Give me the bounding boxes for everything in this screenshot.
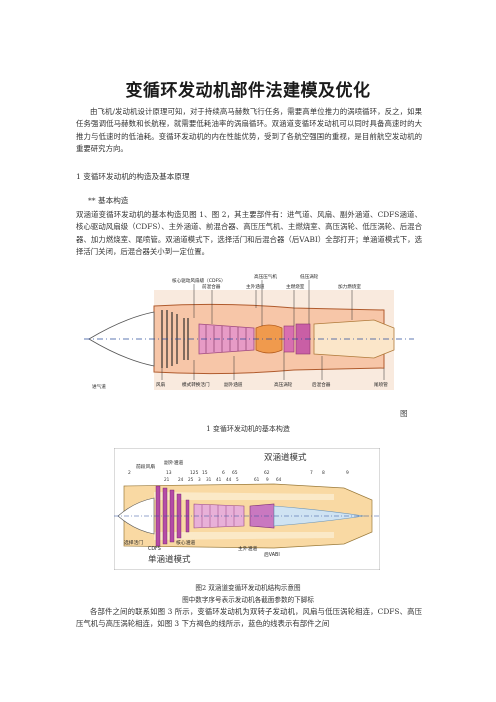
fig2-station-2: 2 [128,470,131,476]
fig1-label-rear-mixer: 后混合器 [312,381,331,388]
fig2-station-125: 125 [190,470,199,476]
fig1-label-cdfs: 核心驱动风扇级（CDFS） [172,277,226,284]
fig2-label-core-duct: 核心涵道 [176,539,195,546]
fig1-label-hpt: 高压涡轮 [274,381,293,388]
fig2-station-44: 44 [226,477,232,482]
fig2-station-6: 6 [222,470,225,476]
figure2-caption: 图2 双涵道变循环发动机结构示意图 [195,584,301,592]
fig2-label-cdfs: CDFS [148,546,161,552]
structure-paragraph: 双涵道变循环发动机的基本构造见图 1、图 2，其主要部件有：进气道、风扇、副外涵… [76,210,422,256]
fig2-station-13: 13 [166,470,172,476]
fig2-mode-single: 单涵道模式 [148,554,191,565]
fig1-label-lpt: 低压涡轮 [300,273,319,280]
fig2-station-3: 3 [198,477,201,482]
fig2-mode-dual: 双涵道模式 [264,452,307,463]
fig1-label-nozzle: 尾喷管 [374,381,388,388]
fig2-station-21: 21 [164,477,170,482]
dual-bypass-engine-figure: 双涵道模式 单涵道模式 前段风扇 副外涵道 选择活门 CDFS 核心涵道 主外涵… [114,448,380,570]
fig2-station-62: 62 [264,470,270,476]
fig2-label-front-fan: 前段风扇 [136,463,155,470]
fig2-station-41: 41 [216,477,222,482]
fig2-label-rear-vabi: 后VABI [264,551,280,558]
fig2-station-61: 61 [254,477,260,482]
fig1-label-secondary-bypass: 副外涵道 [224,381,243,388]
fig2-station-25: 25 [188,477,194,482]
fig1-label-main-burner: 主燃烧室 [286,283,305,290]
fig1-label-afterburner: 加力燃烧室 [338,283,361,290]
fig2-station-31: 31 [206,477,212,482]
fig2-station-15: 15 [202,470,208,476]
fig1-label-inlet: 进气道 [92,383,106,390]
engine-structure-figure: 核心驱动风扇级（CDFS） 高压压气机 低压涡轮 前混合器 主外涵道 主燃烧室 … [84,268,414,408]
fig2-station-5: 5 [236,477,239,482]
fig1-label-mode-valve: 模式转换活门 [182,381,210,388]
fig1-label-main-bypass: 主外涵道 [246,283,265,290]
subsection-heading: ** 基本构造 [88,196,129,205]
fig2-station-9b: 9 [266,477,269,482]
paper-title: 变循环发动机部件法建模及优化 [125,81,371,101]
fig2-station-9: 9 [346,470,349,476]
fig2-label-main-bypass: 主外涵道 [238,545,257,552]
fig2-station-8: 8 [322,470,325,476]
fig2-station-7: 7 [310,470,313,476]
fig1-label-front-mixer: 前混合器 [202,283,221,290]
components-paragraph: 各部件之间的联系如图 3 所示，变循环发动机为双转子发动机，风扇与低压涡轮相连，… [76,607,422,629]
fig1-label-hpc: 高压压气机 [254,273,277,280]
fig2-station-65: 65 [232,470,238,476]
fig2-label-secondary-bypass: 副外涵道 [164,459,183,466]
figure2-subcaption: 图中数字序号表示发动机各截面参数的下脚标 [182,596,314,604]
figure1-tu: 图 [400,409,408,418]
section-heading: 1 变循环发动机的构造及基本原理 [76,172,190,181]
fig2-station-64: 64 [276,477,282,482]
fig1-label-fan: 风扇 [156,381,166,388]
intro-paragraph: 由飞机/发动机设计原理可知，对于持续高马赫数飞行任务，需要高单位推力的涡喷循环，… [76,107,422,153]
fig2-station-24: 24 [178,477,184,482]
fig2-label-select-valve: 选择活门 [124,539,143,546]
figure1-caption: 1 变循环发动机的基本构造 [206,425,290,433]
